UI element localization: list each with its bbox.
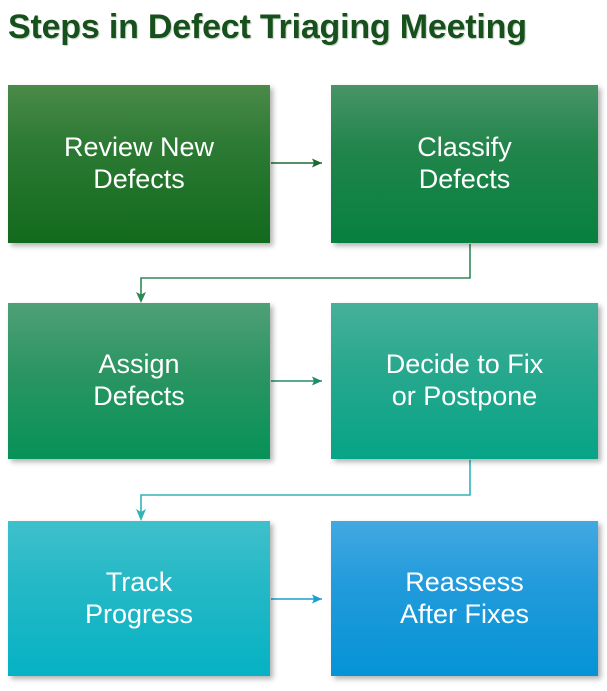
page-title: Steps in Defect Triaging Meeting [8,8,527,46]
connector-classify-to-assign [136,244,471,303]
step-label: Decide to Fix or Postpone [385,349,544,411]
connector-track-to-reassess [271,594,322,604]
step-box-classify-defects[interactable]: Classify Defects [331,85,598,243]
step-label: Track Progress [84,566,194,629]
step-box-assign-defects[interactable]: Assign Defects [8,303,270,459]
step-box-reassess-after-fixes[interactable]: Reassess After Fixes [331,521,598,676]
step-label: Assign Defects [93,349,185,411]
connector-decide-to-track [136,460,471,521]
connector-assign-to-decide [271,376,322,386]
step-label: Classify Defects [417,132,512,194]
step-box-review-new-defects[interactable]: Review New Defects [8,85,270,243]
connector-review-to-classify [271,158,322,168]
step-label: Reassess After Fixes [399,566,530,629]
step-label: Review New Defects [63,132,215,194]
step-box-decide-to-fix-or-postpone[interactable]: Decide to Fix or Postpone [331,303,598,459]
step-box-track-progress[interactable]: Track Progress [8,521,270,676]
